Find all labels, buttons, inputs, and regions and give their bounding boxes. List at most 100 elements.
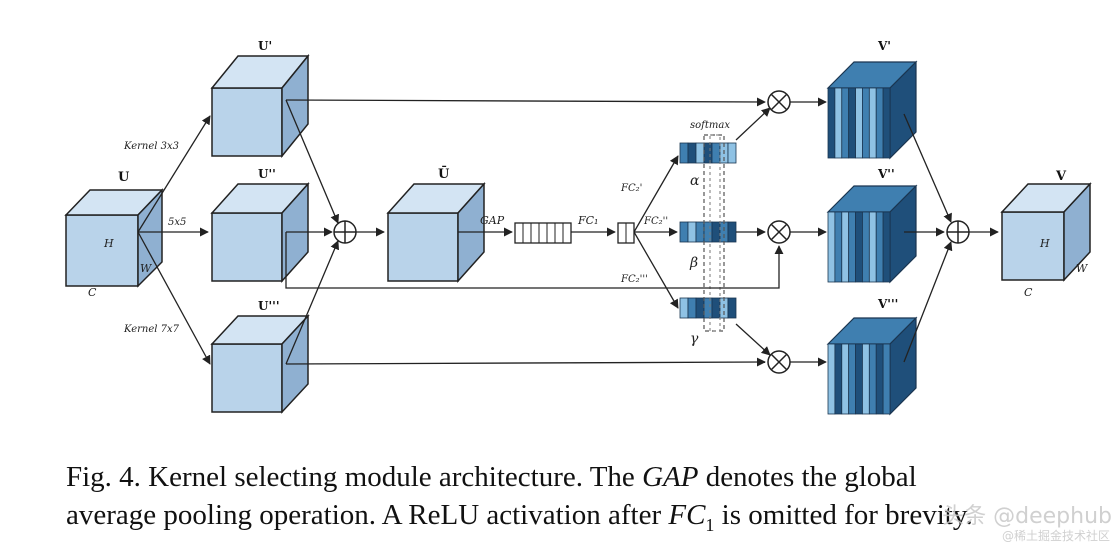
striped-cube-stripe [834, 343, 843, 415]
input-cube-u [64, 188, 164, 288]
attention-cell [687, 221, 697, 243]
out-bot-label: V''' [877, 297, 898, 311]
sum-operator-1 [333, 220, 357, 244]
gamma-label: γ [690, 331, 699, 347]
input-dim-h: H [103, 237, 114, 250]
figure-caption: Fig. 4. Kernel selecting module architec… [66, 458, 1096, 544]
striped-cube-stripe [875, 343, 884, 415]
attention-cell [727, 297, 737, 319]
striped-cube-stripe [882, 87, 891, 159]
striped-cube-stripe [862, 211, 870, 283]
fused-label: Ū [438, 166, 450, 182]
fc2-mid-label: FC₂'' [643, 216, 668, 227]
striped-cube-stripe [862, 343, 870, 415]
striped-cube-stripe [855, 343, 863, 415]
kernel-selecting-module-diagram: U H W C U' U'' U''' Ū Kernel 3x3 5x5 Ker… [64, 39, 1092, 416]
attention-cell [703, 142, 713, 164]
striped-cube-stripe [848, 211, 856, 283]
attention-cell [679, 142, 689, 164]
striped-cube-stripe [875, 211, 884, 283]
input-label: U [118, 170, 130, 185]
striped-cube-v-bot [826, 316, 918, 416]
beta-label: β [689, 255, 698, 271]
output-cube-v [1000, 182, 1092, 282]
watermark-subtext: @稀土掘金技术社区 [1001, 529, 1110, 543]
watermark-text: 头条 @deephub [942, 504, 1112, 529]
striped-cube-stripe [868, 87, 877, 159]
output-dim-c: C [1024, 286, 1033, 299]
attention-cell [703, 297, 713, 319]
attention-cell [687, 142, 697, 164]
caption-line1-b: denotes the global [698, 461, 917, 493]
attention-cell [711, 142, 721, 164]
striped-cube-stripe [882, 211, 891, 283]
multiply-operator-top [767, 90, 791, 114]
striped-cube-stripe [841, 343, 850, 415]
attention-cell [679, 221, 689, 243]
caption-line2-b: is omitted for brevity. [714, 499, 973, 531]
striped-cube-stripe [827, 87, 836, 159]
sum-operator-2 [946, 220, 970, 244]
multiply-operator-mid [767, 220, 791, 244]
striped-cube-stripe [868, 343, 877, 415]
branch-bot-label: U''' [258, 299, 280, 313]
caption-line2-a: average pooling operation. A ReLU activa… [66, 499, 669, 531]
caption-line-1: Fig. 4. Kernel selecting module architec… [66, 458, 1096, 496]
striped-cube-stripe [855, 211, 863, 283]
attention-cell [727, 221, 737, 243]
fc1-label: FC₁ [577, 214, 598, 227]
fc1-vector [617, 222, 635, 244]
kernel-top-label: Kernel 3x3 [123, 141, 179, 152]
multiply-operator-bot [767, 350, 791, 374]
output-dim-h: H [1039, 237, 1050, 250]
attention-vector-beta [679, 221, 737, 243]
attention-cell [695, 142, 705, 164]
branch-cube-top [210, 53, 310, 159]
output-dim-w: W [1076, 262, 1089, 275]
attention-cell [703, 221, 713, 243]
fc2-top-label: FC₂' [620, 183, 642, 194]
caption-line1-em: GAP [642, 461, 699, 493]
caption-line2-sub: 1 [705, 514, 715, 535]
caption-line-2: average pooling operation. A ReLU activa… [66, 496, 1096, 544]
attention-cell [679, 297, 689, 319]
attention-cell [719, 221, 729, 243]
kernel-mid-label: 5x5 [168, 217, 186, 228]
striped-cube-stripe [841, 87, 850, 159]
gap-label: GAP [480, 214, 505, 227]
attention-cell [695, 297, 705, 319]
branch-mid-label: U'' [258, 167, 276, 181]
branch-top-label: U' [258, 39, 272, 53]
input-dim-c: C [88, 286, 97, 299]
striped-cube-stripe [882, 343, 891, 415]
caption-line1-a: Fig. 4. Kernel selecting module architec… [66, 461, 643, 493]
striped-cube-v-top [826, 60, 918, 160]
striped-cube-stripe [855, 87, 863, 159]
out-mid-label: V'' [877, 167, 895, 181]
softmax-label: softmax [690, 120, 730, 131]
striped-cube-stripe [848, 87, 856, 159]
striped-cube-stripe [834, 211, 843, 283]
attention-vector-alpha [679, 142, 737, 164]
striped-cube-stripe [875, 87, 884, 159]
striped-cube-stripe [834, 87, 843, 159]
striped-cube-stripe [848, 343, 856, 415]
output-label: V [1055, 169, 1067, 184]
attention-cell [687, 297, 697, 319]
alpha-label: α [690, 173, 700, 189]
kernel-bot-label: Kernel 7x7 [123, 324, 180, 335]
attention-cell [711, 221, 721, 243]
softmax-box [703, 134, 725, 332]
input-dim-w: W [140, 262, 153, 275]
attention-cell [695, 221, 705, 243]
fc2-bot-label: FC₂''' [620, 274, 648, 285]
out-top-label: V' [877, 39, 891, 53]
striped-cube-stripe [868, 211, 877, 283]
striped-cube-v-mid [826, 184, 918, 284]
striped-cube-stripe [827, 343, 836, 415]
attention-cell [711, 297, 721, 319]
attention-cell [727, 142, 737, 164]
striped-cube-stripe [841, 211, 850, 283]
gap-vector [514, 222, 572, 244]
connector-arrows [137, 97, 999, 367]
